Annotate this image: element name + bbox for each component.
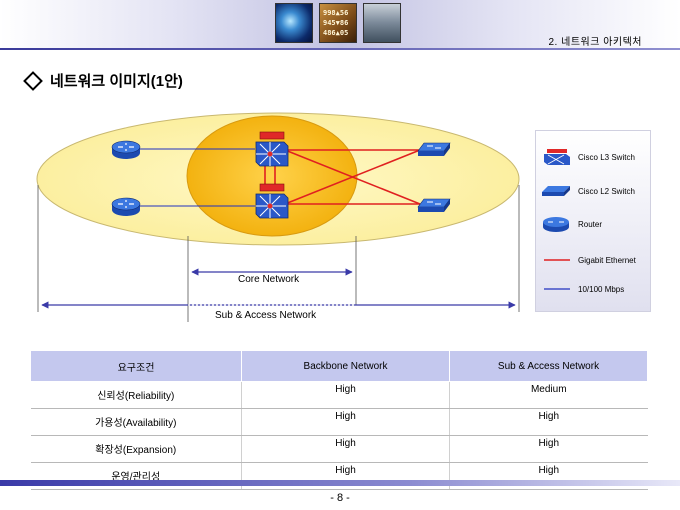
col-header: Backbone Network [241,350,450,382]
legend-item-fast: 10/100 Mbps [542,281,624,297]
network-diagram [36,112,520,322]
stock-board-photo: 998▲56 945▼86 486▲05 [319,3,357,43]
section-title: 2. 네트워크 아키텍처 [548,37,642,48]
table-header-row: 요구조건 Backbone Network Sub & Access Netwo… [30,350,648,382]
legend-item-l2: Cisco L2 Switch [542,183,635,199]
backbone-cell: High [241,435,450,463]
router-icon [543,217,569,232]
legend-item-l3: Cisco L3 Switch [542,149,635,165]
l3-switch-icon [255,131,289,167]
table-row: 가용성(Availability) High High [30,408,648,436]
table-row: 신뢰성(Reliability) High Medium [30,381,648,409]
requirement-cell: 가용성(Availability) [30,408,242,436]
l2-switch-icon [417,198,451,212]
sub-access-cell: High [449,435,648,463]
legend-item-gigabit: Gigabit Ethernet [542,252,636,268]
gigabit-line-icon [544,259,570,261]
table-row: 확장성(Expansion) High High [30,435,648,463]
people-photo [363,3,401,43]
photo-number: 945▼86 [323,19,349,27]
col-header: Sub & Access Network [449,350,648,382]
col-header: 요구조건 [30,350,242,382]
l2-switch-icon [542,186,570,196]
router-icon [111,197,141,216]
photo-number: 486▲05 [323,29,349,37]
legend: Cisco L3 Switch Cisco L2 Switch Router G… [535,130,651,312]
sub-access-cell: High [449,408,648,436]
legend-label: Router [578,219,603,229]
legend-label: Cisco L2 Switch [578,186,635,196]
legend-label: 10/100 Mbps [578,284,625,294]
legend-label: Cisco L3 Switch [578,152,635,162]
sub-access-label: Sub & Access Network [215,310,317,321]
core-network-label: Core Network [238,274,300,285]
l3-switch-icon [544,149,570,165]
legend-label: Gigabit Ethernet [578,255,636,265]
l2-switch-icon [417,142,451,156]
l3-switch-icon [255,183,289,219]
router-icon [111,140,141,159]
requirement-cell: 확장성(Expansion) [30,435,242,463]
backbone-cell: High [241,408,450,436]
sub-access-cell: Medium [449,381,648,409]
backbone-cell: High [241,381,450,409]
header-rule [0,48,680,50]
legend-item-router: Router [542,216,602,232]
page-title: 네트워크 이미지(1안) [23,70,183,91]
page-number: - 8 - [330,492,350,504]
fast-ethernet-line-icon [544,288,570,290]
requirements-table: 요구조건 Backbone Network Sub & Access Netwo… [30,350,648,490]
network-photo [275,3,313,43]
page-title-text: 네트워크 이미지(1안) [50,73,183,90]
photo-number: 998▲56 [323,9,349,17]
gigabit-link [284,149,421,205]
requirement-cell: 신뢰성(Reliability) [30,381,242,409]
footer-bar [0,480,680,486]
